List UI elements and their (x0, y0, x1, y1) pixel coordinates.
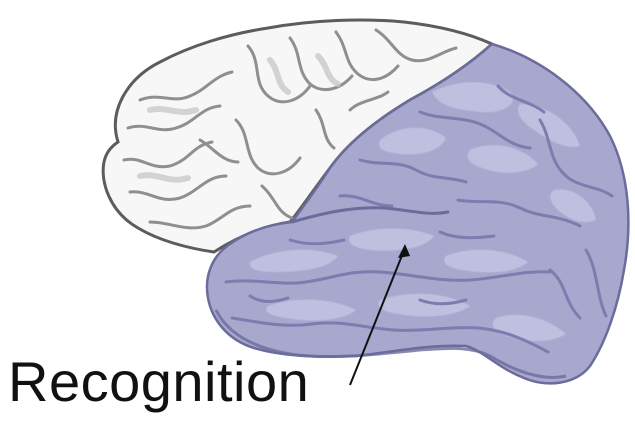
recognition-label: Recognition (8, 352, 309, 412)
